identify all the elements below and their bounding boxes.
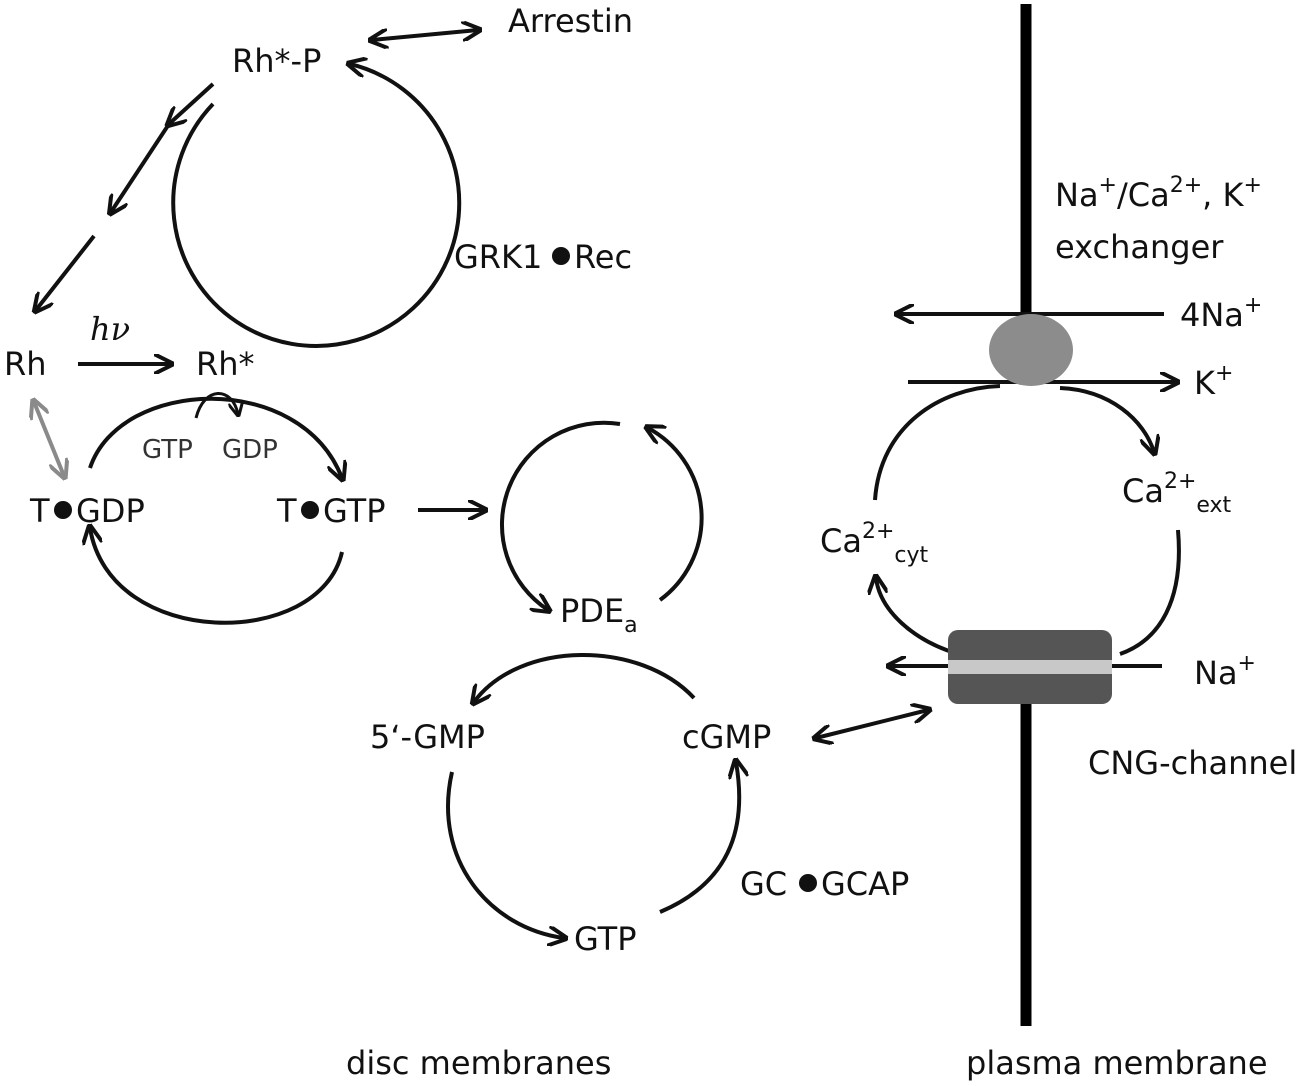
bullet-dot-icon [799, 874, 817, 892]
cgmp-cycle [446, 653, 739, 938]
pde-cycle-arc-right [648, 428, 704, 602]
pde-cycle [499, 420, 704, 610]
rhp-to-rh-arrow-2 [111, 122, 171, 212]
svg-text:T: T [276, 492, 297, 530]
svg-text:T: T [29, 492, 50, 530]
pde-a-label: PDEa [560, 592, 638, 638]
rhodopsin-shutoff-cycle [36, 30, 478, 348]
cgmp-to-5gmp-arc [474, 653, 696, 702]
svg-text:GCAP: GCAP [821, 865, 909, 903]
gdp-small-label: GDP [222, 435, 278, 465]
rh-label: Rh [4, 345, 47, 383]
rhp-to-rh-arrow-3 [36, 234, 96, 310]
cng-channel-block-icon [948, 630, 1112, 704]
transducin-bottom-arc [90, 528, 344, 625]
na-label: Na+ [1194, 651, 1256, 692]
bullet-dot-icon [552, 247, 570, 265]
rh-star-label: Rh* [196, 345, 255, 383]
ca-cycle-arc-ext-to-channel [1119, 529, 1181, 656]
grk1-cycle-arc [171, 64, 462, 348]
svg-text:GRK1: GRK1 [454, 238, 542, 276]
exchanger-ellipse-icon [989, 314, 1073, 386]
exchanger-label-line1: Na+/Ca2+, K+ [1055, 173, 1262, 214]
svg-text:Rec: Rec [574, 238, 632, 276]
hv-label: hν [90, 310, 130, 348]
exchanger-label-line2: exchanger [1055, 228, 1224, 266]
transducin-cycle [88, 392, 344, 625]
cng-channel-label: CNG-channel [1088, 744, 1297, 782]
rh-star-p-label: Rh*-P [232, 42, 321, 80]
pde-cycle-arc-left [499, 420, 621, 610]
ca-cyt-label: Ca2+cyt [820, 519, 929, 568]
rh-tgdp-reversible-arrow [34, 402, 64, 476]
5gmp-label: 5‘-GMP [370, 718, 485, 756]
transducin-top-arc [88, 396, 342, 478]
gtp-small-label: GTP [142, 435, 193, 465]
gtp-gdp-exchange-arc [194, 392, 238, 418]
ca-ext-label: Ca2+ext [1122, 469, 1232, 518]
5gmp-to-gtp-arc [446, 771, 564, 938]
ca-cycle-arc-to-ext [1059, 386, 1154, 452]
disc-membranes-label: disc membranes [346, 1044, 611, 1082]
arrestin-label: Arrestin [508, 2, 633, 40]
plasma-membrane-label: plasma membrane [966, 1044, 1268, 1082]
ca-cycle-arc-channel-to-cyt [876, 578, 959, 656]
bullet-dot-icon [301, 501, 319, 519]
svg-text:GC: GC [740, 865, 787, 903]
arrestin-double-arrow [372, 30, 478, 40]
calcium-cycle [873, 384, 1181, 656]
bullet-dot-icon [54, 501, 72, 519]
gc-gcap-label: GC GCAP [740, 865, 909, 903]
gtp-to-cgmp-arc [659, 762, 739, 914]
na4-label: 4Na+ [1180, 293, 1262, 334]
ca-cycle-arc-exchanger-side [873, 384, 1001, 501]
cgmp-label: cGMP [682, 718, 771, 756]
rhp-to-rh-arrow-1 [169, 82, 215, 124]
cgmp-cng-double-arrow [816, 710, 928, 738]
grk1-rec-label: GRK1 Rec [454, 238, 632, 276]
svg-text:GDP: GDP [76, 492, 145, 530]
svg-text:GTP: GTP [323, 492, 386, 530]
k-label: K+ [1194, 361, 1233, 402]
t-gtp-label: T GTP [276, 492, 386, 530]
gtp-label: GTP [574, 920, 637, 958]
t-gdp-label: T GDP [29, 492, 145, 530]
